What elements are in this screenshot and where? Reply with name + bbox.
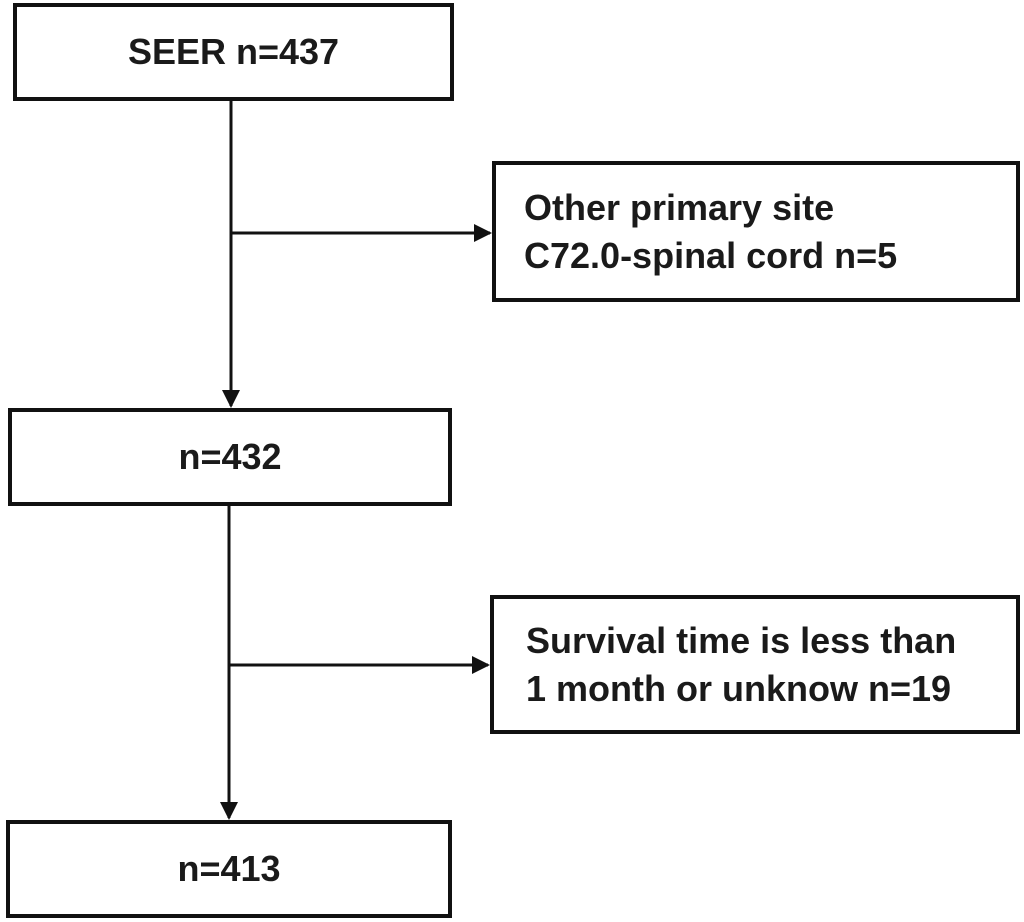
box-exclusion-other-primary-site: Other primary site C72.0-spinal cord n=5 [492, 161, 1020, 302]
box-seer-label: SEER n=437 [127, 31, 340, 72]
box-432-label: n=432 [178, 436, 282, 477]
box-exclusion-survival-time: Survival time is less than 1 month or un… [490, 595, 1020, 734]
box-seer-total: SEER n=437 [13, 3, 454, 101]
box-413-label: n=413 [177, 848, 281, 889]
box-final-cohort: n=413 [6, 820, 452, 918]
exclusion-1-line-1: Other primary site [524, 186, 835, 228]
exclusion-2-line-1: Survival time is less than [526, 619, 957, 661]
exclusion-1-line-2: C72.0-spinal cord n=5 [524, 234, 898, 276]
exclusion-2-line-2: 1 month or unknow n=19 [526, 667, 952, 709]
box-after-exclusion-1: n=432 [8, 408, 452, 506]
